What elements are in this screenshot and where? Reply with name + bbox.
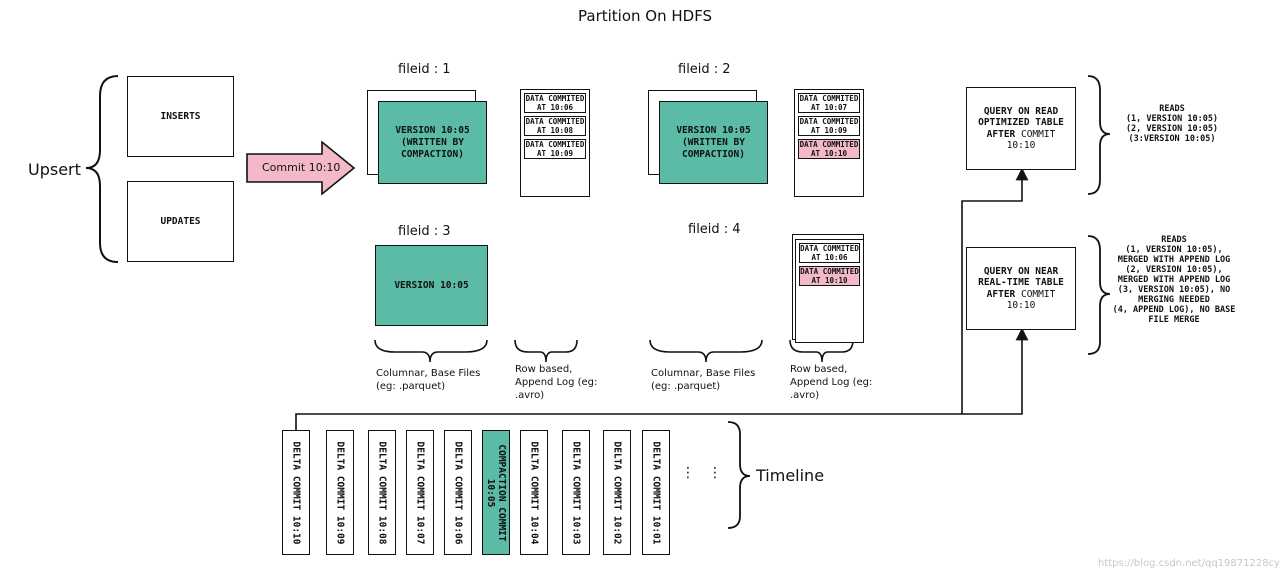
timeline-commit-8: DELTA COMMIT 10:03 xyxy=(562,430,590,555)
columnar-brace-1 xyxy=(374,339,488,363)
fileid-2-log-entry-2: DATA COMMITED AT 10:09 xyxy=(798,116,860,136)
query-rt-line1: QUERY ON NEAR xyxy=(983,265,1059,277)
query-rt-line3-rest: COMMIT xyxy=(1015,288,1056,300)
fileid-1-log-entry-1: DATA COMMITED AT 10:06 xyxy=(524,93,586,113)
timeline-brace xyxy=(727,421,751,529)
timeline-commit-6: COMPACTION COMMIT 10:05 xyxy=(482,430,510,555)
query-rt-line4: 10:10 xyxy=(1006,300,1036,311)
fileid-3-label: fileid : 3 xyxy=(398,224,451,239)
rowbased-caption-2: Row based, Append Log (eg: .avro) xyxy=(790,364,873,401)
fileid-2-log-entry-1: DATA COMMITED AT 10:07 xyxy=(798,93,860,113)
inserts-box: INSERTS xyxy=(127,76,234,157)
query-rt-line2: REAL-TIME TABLE xyxy=(978,277,1064,288)
query-ro-line2: OPTIMIZED TABLE xyxy=(978,117,1064,128)
fileid-1-base-file: VERSION 10:05 (WRITTEN BY COMPACTION) xyxy=(378,101,487,184)
query-ro-line4: 10:10 xyxy=(1006,140,1036,151)
fileid-2-label: fileid : 2 xyxy=(678,62,731,77)
watermark: https://blog.csdn.net/qq19871228cy xyxy=(1098,558,1280,569)
commit-label: Commit 10:10 xyxy=(262,161,341,174)
columnar-brace-2 xyxy=(649,339,763,363)
upsert-label: Upsert xyxy=(28,160,81,179)
updates-box: UPDATES xyxy=(127,181,234,262)
rowbased-brace-2 xyxy=(789,339,854,363)
query-ro-line1: QUERY ON READ xyxy=(983,105,1059,117)
query-ro-line3-rest: COMMIT xyxy=(1015,128,1056,140)
fileid-2-base-file: VERSION 10:05 (WRITTEN BY COMPACTION) xyxy=(659,101,768,184)
fileid-1-log-file: DATA COMMITED AT 10:06 DATA COMMITED AT … xyxy=(520,89,590,197)
timeline-ellipsis-1: ⋮ xyxy=(681,465,695,481)
timeline-commit-10: DELTA COMMIT 10:01 xyxy=(642,430,670,555)
fileid-1-log-entry-2: DATA COMMITED AT 10:08 xyxy=(524,116,586,136)
upsert-brace xyxy=(85,75,119,263)
timeline-commit-9-text: DELTA COMMIT 10:02 xyxy=(611,441,623,544)
timeline-commit-4-text: DELTA COMMIT 10:07 xyxy=(414,441,426,544)
fileid-4-log-file: DATA COMMITED AT 10:06 DATA COMMITED AT … xyxy=(795,239,864,343)
query-ro-line3-bold: AFTER xyxy=(986,128,1016,140)
fileid-1-label: fileid : 1 xyxy=(398,62,451,77)
timeline-commit-9: DELTA COMMIT 10:02 xyxy=(603,430,631,555)
timeline-commit-10-text: DELTA COMMIT 10:01 xyxy=(650,441,662,544)
fileid-4-log-entry-2: DATA COMMITED AT 10:10 xyxy=(799,266,860,286)
updates-label: UPDATES xyxy=(160,215,201,227)
timeline-commit-5: DELTA COMMIT 10:06 xyxy=(444,430,472,555)
timeline-commit-1-text: DELTA COMMIT 10:10 xyxy=(290,441,302,544)
timeline-label: Timeline xyxy=(756,466,825,485)
reads-brace-1 xyxy=(1087,75,1111,195)
query-near-realtime-box: QUERY ON NEAR REAL-TIME TABLE AFTER COMM… xyxy=(966,247,1076,330)
reads-read-optimized: READS (1, VERSION 10:05) (2, VERSION 10:… xyxy=(1125,104,1219,144)
fileid-2-base-text: VERSION 10:05 (WRITTEN BY COMPACTION) xyxy=(676,124,751,160)
fileid-1-log-entry-3: DATA COMMITED AT 10:09 xyxy=(524,139,586,159)
timeline-commit-2-text: DELTA COMMIT 10:09 xyxy=(334,441,346,544)
timeline-commit-7: DELTA COMMIT 10:04 xyxy=(520,430,548,555)
reads-brace-2 xyxy=(1087,235,1111,355)
query-read-optimized-box: QUERY ON READ OPTIMIZED TABLE AFTER COMM… xyxy=(966,87,1076,170)
timeline-commit-8-text: DELTA COMMIT 10:03 xyxy=(570,441,582,544)
timeline-ellipsis-2: ⋮ xyxy=(708,465,722,481)
columnar-caption-1: Columnar, Base Files (eg: .parquet) xyxy=(376,368,481,392)
inserts-label: INSERTS xyxy=(160,110,201,122)
timeline-commit-7-text: DELTA COMMIT 10:04 xyxy=(528,441,540,544)
query-rt-line3-bold: AFTER xyxy=(986,288,1016,300)
rowbased-brace-1 xyxy=(514,339,578,363)
reads-near-realtime: READS (1, VERSION 10:05), MERGED WITH AP… xyxy=(1112,235,1236,325)
fileid-3-base-file: VERSION 10:05 xyxy=(375,245,488,326)
diagram-title: Partition On HDFS xyxy=(578,7,713,25)
fileid-2-log-file: DATA COMMITED AT 10:07 DATA COMMITED AT … xyxy=(794,89,864,197)
fileid-4-label: fileid : 4 xyxy=(688,222,741,237)
rowbased-caption-1: Row based, Append Log (eg: .avro) xyxy=(515,364,598,401)
timeline-commit-1: DELTA COMMIT 10:10 xyxy=(282,430,310,555)
timeline-commit-2: DELTA COMMIT 10:09 xyxy=(326,430,354,555)
columnar-caption-2: Columnar, Base Files (eg: .parquet) xyxy=(651,368,756,392)
timeline-commit-6-text: COMPACTION COMMIT 10:05 xyxy=(485,443,507,542)
fileid-4-log-entry-1: DATA COMMITED AT 10:06 xyxy=(799,243,860,263)
fileid-3-base-text: VERSION 10:05 xyxy=(394,279,469,291)
fileid-2-log-entry-3: DATA COMMITED AT 10:10 xyxy=(798,139,860,159)
timeline-commit-5-text: DELTA COMMIT 10:06 xyxy=(452,441,464,544)
fileid-1-base-text: VERSION 10:05 (WRITTEN BY COMPACTION) xyxy=(395,124,470,160)
timeline-commit-3: DELTA COMMIT 10:08 xyxy=(368,430,396,555)
timeline-commit-3-text: DELTA COMMIT 10:08 xyxy=(376,441,388,544)
timeline-commit-4: DELTA COMMIT 10:07 xyxy=(406,430,434,555)
